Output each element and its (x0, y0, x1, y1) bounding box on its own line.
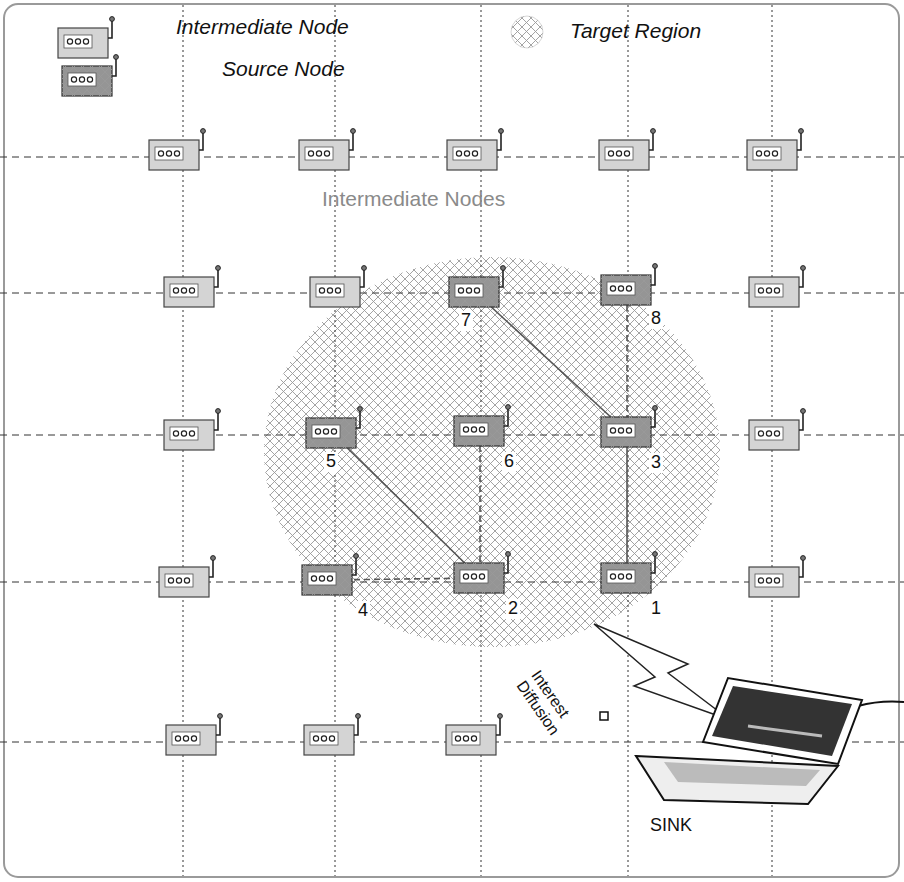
drawing-part (712, 686, 852, 756)
drawing-part (164, 266, 220, 307)
source-node: 4 (302, 565, 354, 595)
drawing-part (454, 552, 510, 593)
source-node: 8 (601, 275, 653, 305)
legend-text: Source Node (222, 56, 345, 81)
drawing-part (636, 756, 838, 804)
drawing-part (310, 266, 366, 307)
drawing-part (306, 407, 362, 448)
source-node: 3 (601, 417, 653, 447)
callout-number: 2 (506, 599, 520, 619)
callout-number: 1 (649, 599, 663, 619)
source-node: 5 (306, 418, 358, 448)
drawing-part (149, 129, 205, 170)
link-line (626, 305, 628, 417)
sensor-icon (599, 551, 659, 595)
drawing-part (302, 554, 358, 595)
packet-square (600, 712, 608, 720)
outer-frame (4, 4, 899, 877)
target-region (264, 257, 720, 647)
link-line (354, 578, 454, 579)
intermediate-nodes (149, 129, 805, 755)
drawing-part (299, 129, 355, 170)
drawing-part (749, 266, 805, 307)
callout-number: 8 (649, 309, 663, 329)
drawing-part (664, 762, 820, 786)
source-node: 1 (601, 563, 653, 593)
drawing-part (511, 16, 543, 48)
sensor-icon (599, 263, 659, 307)
callout-number: 5 (324, 452, 338, 472)
callout-number: 6 (502, 452, 516, 472)
drawing-part (447, 129, 503, 170)
drawing-part (454, 405, 510, 446)
drawing-part (747, 129, 803, 170)
callout-number: 7 (459, 311, 473, 331)
drawing-part (159, 556, 215, 597)
callout-number: 3 (649, 453, 663, 473)
legend-text: Target Region (570, 18, 701, 43)
drawing-part (62, 55, 118, 96)
area-label: Intermediate Nodes (322, 187, 505, 211)
drawing-part (749, 409, 805, 450)
link-line (491, 307, 610, 417)
drawing-part (601, 264, 657, 305)
source-node: 7 (449, 277, 501, 307)
source-node: 6 (454, 416, 506, 446)
sensor-icon (300, 553, 360, 597)
source-node: 2 (454, 563, 506, 593)
link-line (479, 446, 481, 563)
drawing-part (749, 556, 805, 597)
drawing-part (449, 266, 505, 307)
drawing-part (858, 702, 904, 707)
drawing-part (166, 714, 222, 755)
drawing-part (58, 17, 114, 58)
sensor-icon (452, 404, 512, 448)
link-line (626, 447, 628, 563)
link-line (347, 448, 464, 563)
drawing-part (446, 714, 502, 755)
legend-text: Intermediate Node (176, 14, 349, 39)
sink-label: SINK (650, 816, 692, 836)
sensor-icon (599, 405, 659, 449)
drawing-part (601, 406, 657, 447)
drawing-part (164, 409, 220, 450)
sensor-icon (452, 551, 512, 595)
sensor-icon (447, 265, 507, 309)
grid-rows (0, 157, 904, 742)
drawing-part (599, 129, 655, 170)
grid-columns (183, 5, 772, 876)
sensor-icon (304, 406, 364, 450)
callout-number: 4 (356, 601, 370, 621)
wireless-bolt (594, 624, 730, 720)
drawing-part (748, 726, 822, 736)
sink-node: SINK (636, 676, 860, 804)
drawing-part (601, 552, 657, 593)
drawing-part (703, 678, 862, 764)
drawing-part (304, 714, 360, 755)
laptop-icon (636, 678, 904, 804)
